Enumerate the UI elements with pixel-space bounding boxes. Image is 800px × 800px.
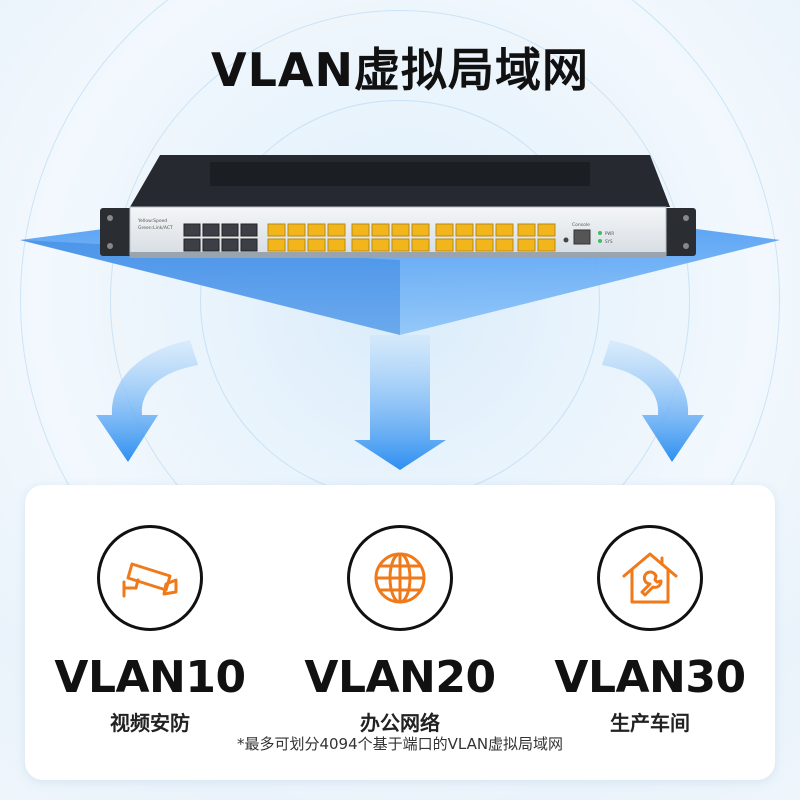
vlan-description: 视频安防 — [110, 711, 190, 735]
vlan-item-10: VLAN10 视频安防 — [25, 525, 275, 736]
rj45-port — [221, 238, 239, 252]
page-title: VLAN虚拟局域网 — [210, 43, 589, 97]
rj45-port — [202, 223, 220, 237]
rj45-port — [183, 223, 201, 237]
sfp-port — [391, 223, 410, 237]
switch-diagram: Yellow:Speed Green:Link/ACT Console PWR … — [20, 155, 780, 470]
sfp-port — [475, 238, 494, 252]
sfp-port — [307, 223, 326, 237]
footnote: *最多可划分4094个基于端口的VLAN虚拟局域网 — [236, 735, 564, 753]
sfp-port — [411, 238, 430, 252]
security-camera-icon — [97, 525, 203, 631]
sfp-port — [537, 223, 556, 237]
rj45-ports — [183, 223, 258, 252]
console-port — [573, 229, 591, 245]
vlan-card: VLAN10 视频安防 VLAN20 办公网络 — [25, 485, 775, 780]
blue-plane-shade — [20, 240, 400, 335]
arrow-right — [602, 340, 704, 462]
sfp-port — [455, 238, 474, 252]
sfp-port — [435, 223, 454, 237]
reset-button — [563, 237, 569, 243]
sfp-port — [351, 238, 370, 252]
globe-icon — [347, 525, 453, 631]
house-wrench-icon — [597, 525, 703, 631]
pwr-label: PWR — [605, 231, 614, 236]
sys-label: SYS — [605, 239, 613, 244]
vlan-description: 生产车间 — [610, 711, 690, 735]
sfp-port — [287, 223, 306, 237]
sfp-port — [495, 223, 514, 237]
rj45-port — [240, 223, 258, 237]
vlan-item-30: VLAN30 生产车间 — [525, 525, 775, 736]
sfp-port — [267, 223, 286, 237]
sfp-port — [391, 238, 410, 252]
sfp-port — [435, 238, 454, 252]
vlan-description: 办公网络 — [360, 711, 440, 735]
sfp-port — [327, 238, 346, 252]
sfp-port — [267, 238, 286, 252]
sfp-port — [495, 238, 514, 252]
sfp-port — [351, 223, 370, 237]
rj45-port — [240, 238, 258, 252]
vlan-name: VLAN30 — [554, 652, 746, 703]
vlan-item-20: VLAN20 办公网络 — [275, 525, 525, 736]
console-label: Console — [572, 222, 590, 228]
led-legend-link: Green:Link/ACT — [138, 225, 173, 231]
rj45-port — [202, 238, 220, 252]
arrow-left — [96, 340, 198, 462]
sfp-port — [371, 238, 390, 252]
sfp-port — [475, 223, 494, 237]
sfp-port — [517, 223, 536, 237]
sfp-port — [327, 223, 346, 237]
sfp-port — [371, 223, 390, 237]
led-legend-speed: Yellow:Speed — [137, 218, 167, 224]
sfp-port — [287, 238, 306, 252]
switch-illustration: Yellow:Speed Green:Link/ACT Console PWR … — [0, 140, 800, 480]
arrow-center — [354, 335, 446, 470]
sfp-port — [517, 238, 536, 252]
sfp-ports — [267, 223, 556, 252]
vlan-name: VLAN10 — [54, 652, 246, 703]
sfp-port — [307, 238, 326, 252]
sfp-port — [411, 223, 430, 237]
rj45-port — [221, 223, 239, 237]
rack-ear-left — [100, 208, 132, 256]
sfp-port — [537, 238, 556, 252]
rj45-port — [183, 238, 201, 252]
sys-led — [598, 239, 602, 243]
vlan-name: VLAN20 — [304, 652, 496, 703]
sfp-port — [455, 223, 474, 237]
pwr-led — [598, 231, 602, 235]
rack-ear-right — [664, 208, 696, 256]
